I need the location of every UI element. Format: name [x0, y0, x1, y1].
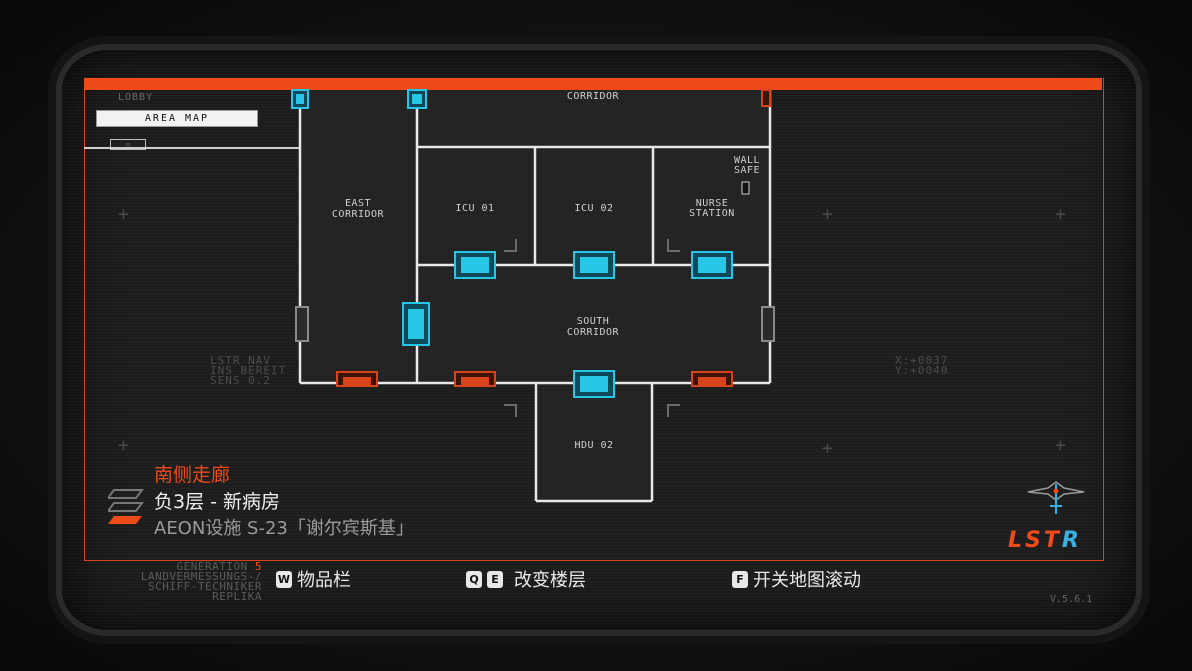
door-inactive[interactable] — [295, 306, 309, 342]
ui-frame — [84, 78, 1104, 561]
grid-cross-icon: + — [118, 204, 129, 225]
key-w-icon: W — [276, 570, 292, 588]
label-wall-safe-2: SAFE — [734, 165, 760, 176]
floor-stack-icon — [108, 489, 144, 524]
lstr-logo: LSTR — [1008, 528, 1082, 553]
floor-name: 负3层 - 新病房 — [154, 491, 281, 513]
grid-cross-icon: + — [1055, 435, 1066, 456]
area-map: CORRIDOR EAST CORRIDOR ICU 01 ICU 02 NUR… — [291, 89, 775, 503]
label-nurse-1: NURSE — [696, 198, 729, 209]
room-nurse-station[interactable] — [654, 149, 770, 263]
key-e-icon: E — [487, 570, 503, 588]
facility-name: AEON设施 S-23「谢尔宾斯基」 — [154, 518, 414, 539]
top-accent-bar — [84, 78, 1102, 90]
version-label: V.5.6.1 — [1050, 594, 1093, 605]
lobby-divider — [84, 147, 299, 149]
label-hdu02: HDU 02 — [574, 440, 613, 451]
change-floor-hint[interactable]: Q E 改变楼层 — [466, 566, 586, 592]
label-east-corridor-2: CORRIDOR — [332, 209, 385, 220]
room-icu02[interactable] — [536, 149, 652, 263]
wall-safe-icon[interactable] — [741, 181, 750, 195]
room-hdu02[interactable] — [536, 383, 652, 501]
lstr-emblem-icon — [1027, 481, 1085, 514]
label-corridor: CORRIDOR — [567, 91, 620, 102]
door-inactive[interactable] — [761, 306, 775, 342]
label-wall-safe-1: WALL — [734, 155, 760, 166]
label-south-1: SOUTH — [577, 316, 610, 327]
lobby-small-tab-icon: ▭ — [110, 139, 146, 150]
area-map-tab[interactable]: AREA MAP — [96, 110, 258, 127]
key-f-icon: F — [732, 570, 748, 588]
inventory-hint[interactable]: W 物品栏 — [276, 570, 351, 591]
generation-text: GENERATION 5 LANDVERMESSUNGS-/ SCHIFF-TE… — [140, 560, 262, 603]
label-east-corridor-1: EAST — [345, 198, 371, 209]
label-icu02: ICU 02 — [574, 203, 613, 214]
locked-doors — [336, 89, 771, 387]
map-scroll-hint[interactable]: F 开关地图滚动 — [732, 566, 861, 592]
open-doors — [291, 89, 733, 398]
map-screen: LOBBY AREA MAP ▭ + + + + + + LSTR NAV IN… — [62, 50, 1136, 630]
grid-cross-icon: + — [822, 438, 833, 459]
room-east-corridor[interactable] — [300, 90, 417, 383]
label-nurse-2: STATION — [689, 208, 735, 219]
inactive-doors — [295, 306, 775, 342]
nav-status-text: LSTR NAV INS BEREIT SENS 0.2 — [210, 354, 287, 387]
room-icu01[interactable] — [417, 149, 534, 263]
coordinates-readout: X:+0037 Y:+0040 — [895, 354, 949, 377]
room-corridor[interactable] — [417, 90, 770, 145]
lobby-label: LOBBY — [118, 92, 154, 103]
room-south-corridor[interactable] — [417, 266, 770, 383]
door-locked[interactable] — [761, 89, 771, 107]
grid-cross-icon: + — [822, 204, 833, 225]
location-name: 南侧走廊 — [154, 464, 231, 486]
grid-cross-icon: + — [1055, 204, 1066, 225]
grid-cross-icon: + — [118, 435, 129, 456]
label-icu01: ICU 01 — [455, 203, 494, 214]
key-q-icon: Q — [466, 570, 482, 588]
label-south-2: CORRIDOR — [567, 327, 620, 338]
corner-markers — [504, 239, 680, 417]
